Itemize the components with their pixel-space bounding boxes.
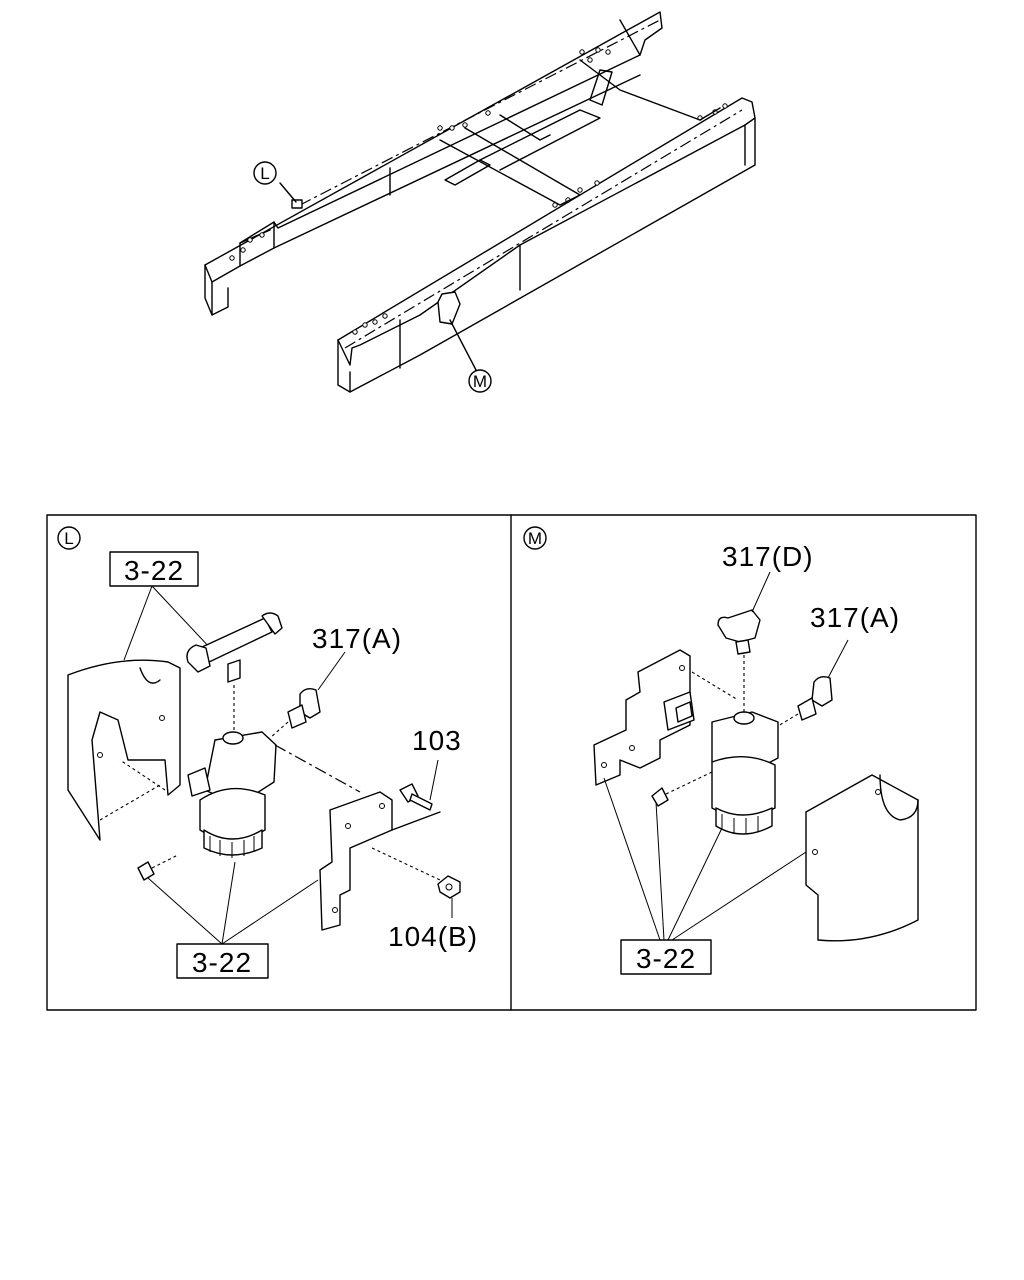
drain-plug-m [651, 771, 713, 807]
frame-holes-right [352, 103, 728, 335]
banjo-fitting-317a-l: 317(A) [269, 623, 402, 739]
panel-m-ref-bottom: 3-22 [603, 777, 807, 975]
svg-text:3-22: 3-22 [636, 943, 696, 974]
svg-text:103: 103 [412, 725, 462, 756]
svg-text:M: M [473, 372, 487, 391]
frame-filter-marker-l [279, 182, 303, 209]
fuel-filter-m [711, 711, 779, 835]
svg-text:317(A): 317(A) [312, 623, 402, 654]
tee-fitting-l [186, 612, 283, 730]
overview-callout-m: M [468, 369, 492, 393]
drain-plug-l [137, 854, 179, 881]
elbow-fitting-317d: 317(D) [717, 541, 814, 712]
mounting-bracket-m [593, 649, 739, 786]
truck-frame-overview: L M [204, 11, 756, 393]
frame-holes-left [229, 47, 611, 261]
svg-text:104(B): 104(B) [388, 921, 478, 952]
banjo-fitting-317a-m: 317(A) [777, 602, 900, 727]
frame-filter-marker-m [437, 291, 477, 371]
svg-text:3-22: 3-22 [124, 555, 184, 586]
overview-callout-l: L [253, 161, 277, 185]
heat-shield-l [67, 659, 181, 841]
svg-text:L: L [260, 164, 269, 183]
svg-text:3-22: 3-22 [192, 947, 252, 978]
panel-l-ref-bottom: 3-22 [147, 861, 319, 979]
svg-text:317(D): 317(D) [722, 541, 814, 572]
detail-panel-l: L 3-22 [57, 526, 478, 979]
fuel-filter-l [187, 731, 361, 858]
nut-104b: 104(B) [388, 875, 478, 952]
frame-cross-members [439, 19, 721, 206]
panel-l-callout: L [57, 526, 81, 550]
frame-right-rail [337, 97, 756, 393]
svg-text:M: M [528, 529, 542, 548]
svg-text:317(A): 317(A) [810, 602, 900, 633]
bolt-103: 103 [399, 725, 462, 811]
heat-shield-m [805, 774, 919, 942]
frame-left-rail [204, 11, 663, 316]
svg-text:L: L [64, 529, 73, 548]
panel-m-callout: M [523, 526, 547, 550]
panel-l-ref-top: 3-22 [109, 551, 213, 661]
mounting-bracket-l [319, 791, 441, 931]
detail-panel-m: M 317(D) 317(A) [523, 526, 919, 975]
